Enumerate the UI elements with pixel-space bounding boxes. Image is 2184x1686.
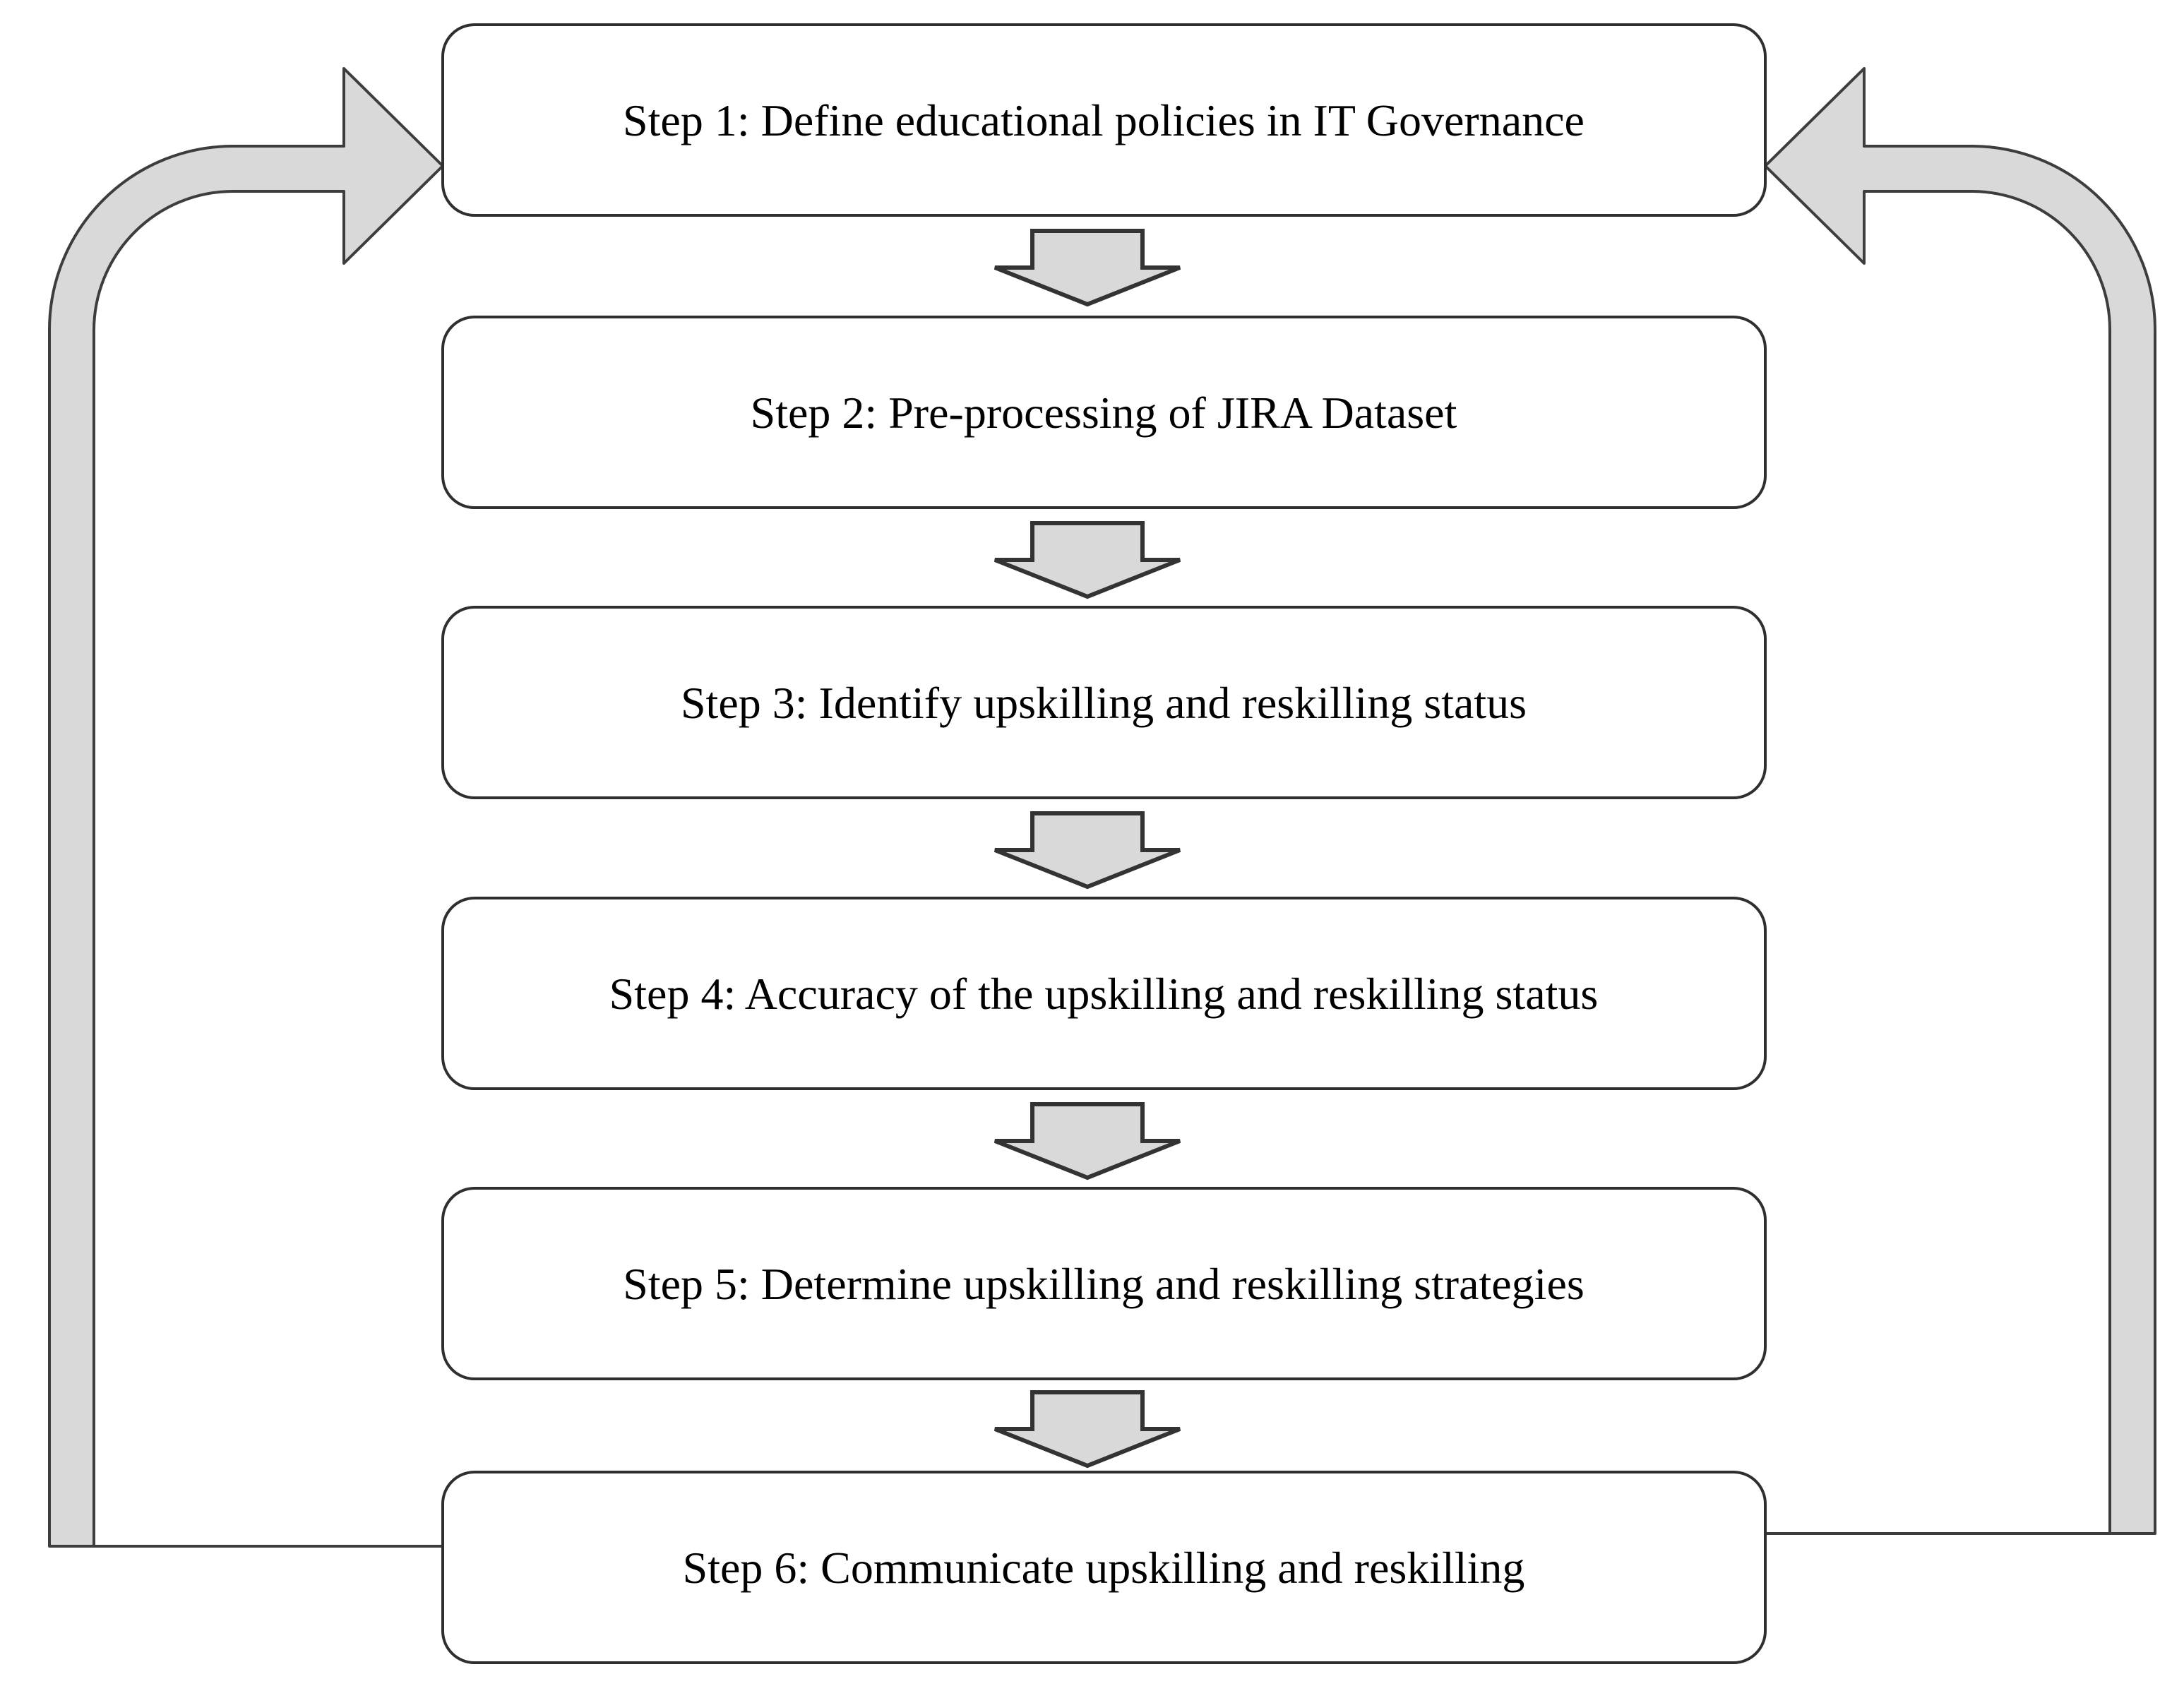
- feedback-loops: [48, 67, 2156, 1548]
- flow-arrow-down-5: [993, 1390, 1181, 1469]
- step-label-3: Step 3: Identify upskilling and reskilli…: [681, 678, 1527, 728]
- step-box-3: [441, 606, 1767, 799]
- flow-arrow-down-3: [993, 811, 1181, 890]
- flow-arrow-down-4: [993, 1102, 1181, 1180]
- flow-arrow-down-1: [993, 229, 1181, 307]
- flow-arrow-down-2: [993, 521, 1181, 599]
- step-label-1: Step 1: Define educational policies in I…: [623, 95, 1585, 145]
- step-label-2: Step 2: Pre-processing of JIRA Dataset: [751, 388, 1457, 438]
- step-boxes: [441, 23, 1767, 1664]
- step-labels: Step 1: Define educational policies in I…: [609, 95, 1599, 1593]
- feedback-arrow-right: [1764, 67, 2156, 1535]
- step-box-5: [441, 1187, 1767, 1380]
- step-label-6: Step 6: Communicate upskilling and reski…: [683, 1543, 1525, 1593]
- step-box-2: [441, 316, 1767, 509]
- step-label-4: Step 4: Accuracy of the upskilling and r…: [609, 969, 1599, 1019]
- step-box-6: [441, 1471, 1767, 1664]
- flow-arrows: [993, 229, 1181, 1469]
- step-label-5: Step 5: Determine upskilling and reskill…: [623, 1259, 1585, 1309]
- feedback-arrow-left: [48, 67, 444, 1548]
- step-box-4: [441, 897, 1767, 1090]
- step-box-1: [441, 23, 1767, 217]
